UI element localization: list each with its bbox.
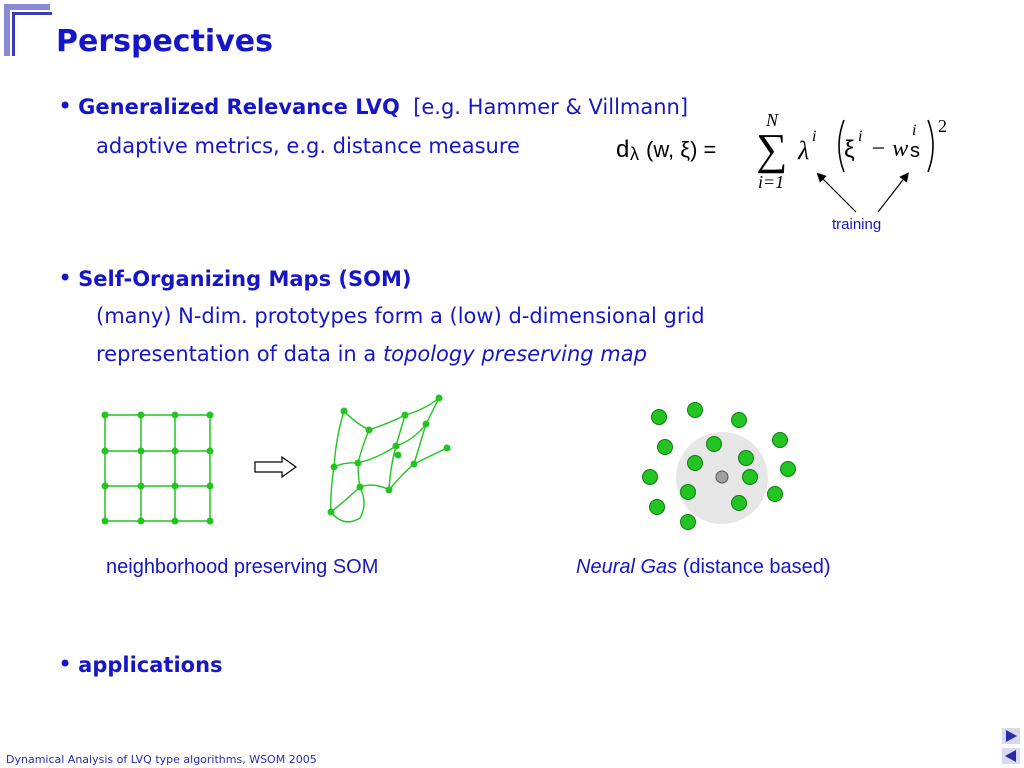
formula-sum-top: N [766,110,779,130]
bullet-head: Self-Organizing Maps (SOM) [78,267,412,291]
som-regular-grid [101,411,214,525]
arrow-right-icon [254,455,298,479]
formula-lambda-sup: i [812,128,817,145]
som-caption: neighborhood preserving SOM [106,556,379,578]
corner-decoration [4,4,52,56]
neural-gas-caption-italic: Neural Gas [576,556,678,578]
formula-lambda: λ [798,136,810,165]
subline-prefix: representation of data in a [96,342,383,366]
bullet-head: Generalized Relevance LVQ [78,95,400,119]
bullet-subline-topology: representation of data in a topology pre… [96,342,647,366]
bullet-dot-icon: • [58,264,73,292]
formula-minus-w: − w [870,136,909,162]
bullet-reference: [e.g. Hammer & Villmann] [413,95,689,119]
formula-xi-sup: i [858,128,863,145]
formula-w-sup: i [912,122,917,139]
formula-left-paren [838,119,845,173]
formula-right-paren [927,119,934,173]
formula-sum-bottom: i=1 [758,172,785,192]
nav-next-icon[interactable] [1002,728,1020,744]
neural-gas-diagram [642,402,796,530]
bullet-som: •Self-Organizing Maps (SOM) [58,264,411,292]
formula-sum-symbol: ∑ [756,125,788,174]
bullet-dot-icon: • [58,650,73,678]
training-label: training [832,216,882,233]
formula-w-sub: s [910,140,920,162]
bullet-dot-icon: • [58,92,73,120]
bullet-applications: •applications [58,650,223,678]
neural-gas-caption-rest: (distance based) [677,556,831,578]
training-arrows [816,172,909,213]
bullet-relevance-lvq: •Generalized Relevance LVQ [e.g. Hammer … [58,92,688,120]
bullet-head: applications [78,653,223,677]
formula-d: d [616,136,630,163]
formula-exponent: 2 [938,116,947,136]
bullet-subline: (many) N-dim. prototypes form a (low) d-… [96,304,705,328]
formula-xi: ξ [844,136,855,163]
subline-italic: topology preserving map [382,342,647,366]
bullet-subline: adaptive metrics, e.g. distance measure [96,134,520,158]
distance-formula: d λ (w, ξ) = N ∑ i=1 λ i ξ i − w i s 2 [612,104,962,204]
neural-gas-caption: Neural Gas (distance based) [576,556,831,579]
formula-lambda-sub: λ [630,144,639,164]
slide-title: Perspectives [56,24,273,59]
som-deformed-grid [327,394,451,523]
nav-prev-icon[interactable] [1002,748,1020,764]
footer-text: Dynamical Analysis of LVQ type algorithm… [6,753,317,766]
formula-args: (w, ξ) = [646,137,717,162]
